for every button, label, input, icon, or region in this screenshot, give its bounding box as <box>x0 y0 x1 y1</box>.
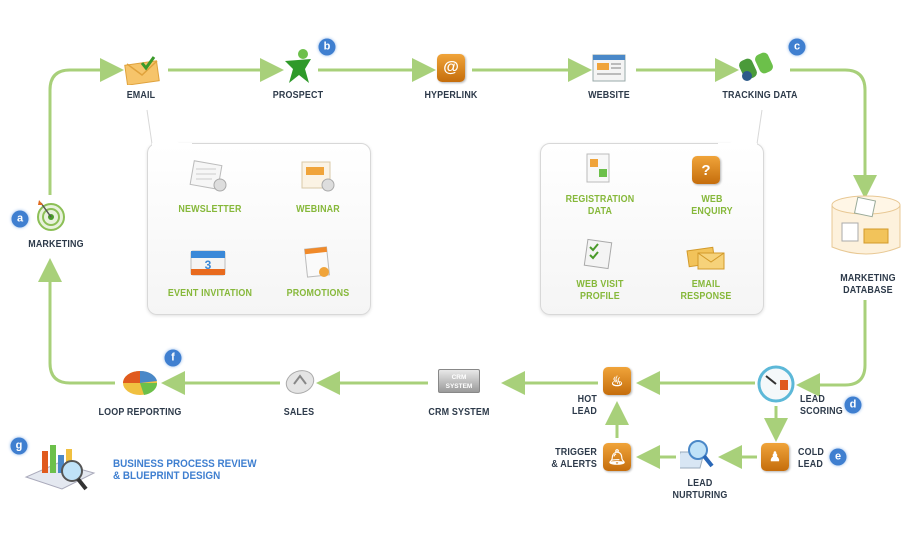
at-sign-icon: @ <box>437 54 465 82</box>
blueprint-review-icon <box>24 445 96 491</box>
checklist-icon <box>583 238 613 270</box>
binoculars-icon <box>739 52 773 81</box>
channel-newsletter: NEWSLETTER <box>178 203 242 215</box>
calendar-icon: 3 <box>190 250 226 276</box>
scoring-line1: LEAD <box>800 393 825 405</box>
registration-form-icon <box>586 153 610 183</box>
nurt-line1: LEAD <box>687 477 713 489</box>
scoring-line2: SCORING <box>800 405 843 417</box>
website-browser-icon <box>592 54 626 82</box>
step-badge-f: f <box>164 349 182 367</box>
database-cylinder-icon <box>831 195 901 255</box>
trig-line2: & ALERTS <box>551 458 597 470</box>
loop-reporting-label: LOOP REPORTING <box>98 406 182 418</box>
reg-line2: DATA <box>587 205 613 217</box>
db-label-line2: DATABASE <box>843 284 893 296</box>
email-label: EMAIL <box>126 89 156 101</box>
svg-text:3: 3 <box>205 258 212 272</box>
arrow-loop-marketing <box>38 258 115 385</box>
enq-line1: WEB <box>701 193 723 205</box>
crm-system-icon: CRM SYSTEM <box>438 369 480 393</box>
cold-line1: COLD <box>798 446 824 458</box>
db-label-line1: MARKETING <box>840 272 896 284</box>
resp-line2: RESPONSE <box>680 290 732 302</box>
envelopes-icon <box>686 246 725 270</box>
question-mark-icon: ? <box>692 156 720 184</box>
arrow-database-scoring <box>796 300 867 397</box>
sales-label: SALES <box>283 406 315 418</box>
tracking-data-label: TRACKING DATA <box>722 89 798 101</box>
callout-tail-right <box>718 109 763 147</box>
target-icon <box>37 200 65 231</box>
arrow-tracking-database <box>790 68 877 199</box>
prospect-label: PROSPECT <box>272 89 324 101</box>
cold-lead-person-icon: ♟ <box>761 443 789 471</box>
crm-system-label: CRM SYSTEM <box>428 406 490 418</box>
bell-icon: 🔔︎ <box>603 443 631 471</box>
webinar-icon <box>301 161 335 192</box>
channel-promotions: PROMOTIONS <box>286 287 350 299</box>
trig-line1: TRIGGER <box>555 446 597 458</box>
arrow-marketing-email <box>48 58 124 195</box>
pie-chart-icon <box>123 370 158 395</box>
business-process-review-title: BUSINESS PROCESS REVIEW& BLUEPRINT DESIG… <box>113 458 257 482</box>
step-badge-g: g <box>10 437 28 455</box>
email-channels-callout <box>147 143 371 315</box>
prospect-person-icon <box>285 49 311 83</box>
visit-line1: WEB VISIT <box>576 278 624 290</box>
callout-tail-left <box>146 109 192 147</box>
step-badge-c: c <box>788 38 806 56</box>
step-badge-d: d <box>844 396 862 414</box>
hyperlink-label: HYPERLINK <box>424 89 478 101</box>
email-envelope-icon <box>124 56 160 85</box>
channel-webinar: WEBINAR <box>296 203 340 215</box>
enq-line2: ENQUIRY <box>691 205 733 217</box>
visit-line2: PROFILE <box>580 290 620 302</box>
resp-line1: EMAIL <box>691 278 721 290</box>
hot-line2: LEAD <box>572 405 597 417</box>
hot-lead-fire-icon: ♨ <box>603 367 631 395</box>
website-label: WEBSITE <box>588 89 630 101</box>
magnifier-map-icon <box>680 440 714 469</box>
sales-coin-icon <box>285 370 315 394</box>
trigger-alerts-label: TRIGGER& ALERTS <box>551 446 597 470</box>
step-badge-a: a <box>11 210 29 228</box>
newsletter-icon <box>189 160 227 192</box>
step-badge-e: e <box>829 448 847 466</box>
cold-line2: LEAD <box>798 458 823 470</box>
promotions-icon <box>304 246 330 278</box>
reg-line1: REGISTRATION <box>565 193 635 205</box>
tracking-sources-callout <box>540 143 764 315</box>
step-badge-b: b <box>318 38 336 56</box>
channel-event-invitation: EVENT INVITATION <box>167 287 253 299</box>
nurt-line2: NURTURING <box>672 489 728 501</box>
footer-line1: BUSINESS PROCESS REVIEW <box>113 458 257 470</box>
hot-line1: HOT <box>577 393 597 405</box>
footer-line2: & BLUEPRINT DESIGN <box>113 470 221 482</box>
gauge-icon <box>757 365 795 403</box>
marketing-label: MARKETING <box>28 238 84 250</box>
